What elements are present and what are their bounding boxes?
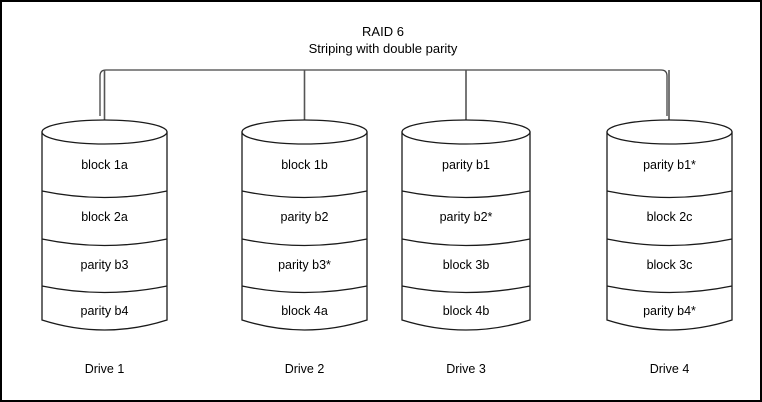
drive-4-divider-2 [606,238,733,247]
drive-2-divider-3 [241,285,368,294]
drive-1-label: Drive 1 [85,362,125,376]
drive-2-block-1: block 1b [281,158,328,172]
drive-4-cylinder-top [606,119,733,145]
diagram-subtitle: Striping with double parity [309,41,458,56]
drive-4-cylinder-body [606,131,733,331]
drive-3-cylinder-body [401,131,531,331]
drive-1-divider-1 [41,190,168,199]
drive-3-divider-3 [401,285,531,294]
drive-4-block-3: block 3c [647,258,693,272]
drive-4-divider-3 [606,285,733,294]
drive-2-label: Drive 2 [285,362,325,376]
drive-3[interactable]: parity b1 parity b2* block 3b block 4b D… [401,119,531,376]
drive-1[interactable]: block 1a block 2a parity b3 parity b4 Dr… [41,119,168,376]
bus-bracket [99,69,668,116]
drive-3-block-4: block 4b [443,304,490,318]
drive-2-divider-2 [241,238,368,247]
drive-2-block-3: parity b3* [278,258,331,272]
diagram-title: RAID 6 [362,24,404,39]
drive-4-label: Drive 4 [650,362,690,376]
drive-1-block-3: parity b3 [81,258,129,272]
drive-4-block-4: parity b4* [643,304,696,318]
drive-4-block-2: block 2c [647,210,693,224]
drive-2-block-4: block 4a [281,304,328,318]
drive-4-block-1: parity b1* [643,158,696,172]
drive-3-divider-2 [401,238,531,247]
drive-3-divider-1 [401,190,531,199]
drive-3-label: Drive 3 [446,362,486,376]
drive-4-divider-1 [606,190,733,199]
drive-1-block-4: parity b4 [81,304,129,318]
drive-1-cylinder-top [41,119,168,145]
drive-2-block-2: parity b2 [281,210,329,224]
drive-2-divider-1 [241,190,368,199]
drive-1-divider-3 [41,285,168,294]
drive-1-cylinder-body [41,131,168,331]
drive-3-block-3: block 3b [443,258,490,272]
drive-1-divider-2 [41,238,168,247]
drive-2[interactable]: block 1b parity b2 parity b3* block 4a D… [241,119,368,376]
drive-3-cylinder-top [401,119,531,145]
drive-2-cylinder-top [241,119,368,145]
drive-1-block-2: block 2a [81,210,128,224]
drive-1-block-1: block 1a [81,158,128,172]
drive-3-block-1: parity b1 [442,158,490,172]
drive-3-block-2: parity b2* [440,210,493,224]
drive-4[interactable]: parity b1* block 2c block 3c parity b4* … [606,119,733,376]
drive-2-cylinder-body [241,131,368,331]
